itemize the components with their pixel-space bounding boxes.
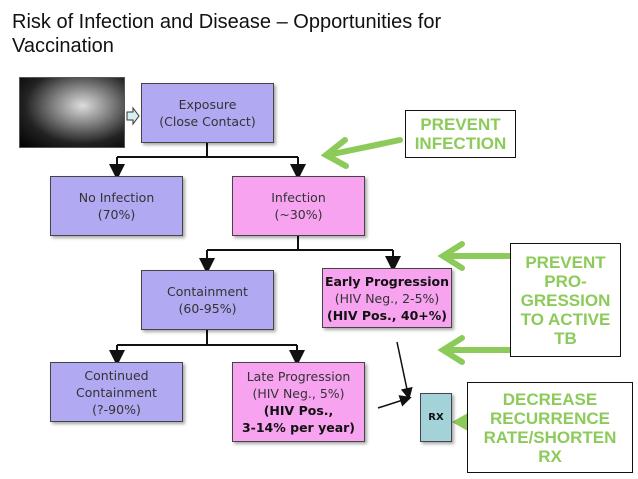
arrow-icon: [126, 106, 140, 126]
node-detail: (HIV Pos., 40+%): [327, 307, 447, 323]
slide-title: Risk of Infection and Disease – Opportun…: [12, 11, 442, 57]
callout-text: INFECTION: [414, 134, 507, 153]
late-progression-node: Late Progression (HIV Neg., 5%) (HIV Pos.,…: [232, 362, 365, 442]
callout-text: PREVENT: [420, 115, 501, 134]
node-detail: (?-90%): [92, 401, 141, 417]
callout-text: DECREASE: [502, 389, 598, 409]
callout-text: GRESSION: [520, 290, 611, 310]
node-label: No Infection: [78, 190, 155, 205]
node-detail: (HIV Neg., 2-5%): [334, 290, 440, 306]
callout-text: PRO-: [544, 271, 587, 291]
no-infection-node: No Infection (70%): [50, 176, 183, 236]
node-label: Late Progression: [246, 369, 351, 384]
node-detail: (HIV Neg., 5%): [252, 386, 345, 401]
callout-text: RX: [538, 446, 562, 466]
node-label: Containment: [167, 284, 248, 299]
rx-node: RX: [420, 393, 452, 442]
exposure-node: Exposure (Close Contact): [141, 83, 274, 143]
node-label: RX: [428, 412, 444, 423]
node-label: Infection: [271, 190, 326, 205]
node-detail: (Close Contact): [159, 114, 256, 129]
node-detail: (~30%): [274, 207, 323, 222]
callout-text: TB: [554, 328, 577, 348]
callout-text: TO ACTIVE: [520, 309, 611, 329]
callout-text: PREVENT: [525, 252, 606, 272]
node-label: Containment: [76, 384, 157, 400]
node-detail: (60-95%): [178, 301, 237, 316]
callout-text: RATE/SHORTEN: [483, 427, 617, 447]
node-detail: (HIV Pos.,: [263, 403, 334, 418]
sneeze-photo: [19, 77, 125, 148]
infection-node: Infection (~30%): [232, 176, 365, 236]
early-progression-node: Early Progression(HIV Neg., 2-5%)(HIV Po…: [322, 268, 452, 328]
node-label: Early Progression: [324, 273, 450, 289]
node-label: Continued: [84, 367, 149, 383]
containment-node: Containment (60-95%): [141, 270, 274, 330]
node-label: Exposure: [178, 97, 237, 112]
node-detail: (70%): [97, 207, 136, 222]
node-detail: 3-14% per year): [241, 420, 356, 435]
callout-text: RECURRENCE: [490, 408, 610, 428]
